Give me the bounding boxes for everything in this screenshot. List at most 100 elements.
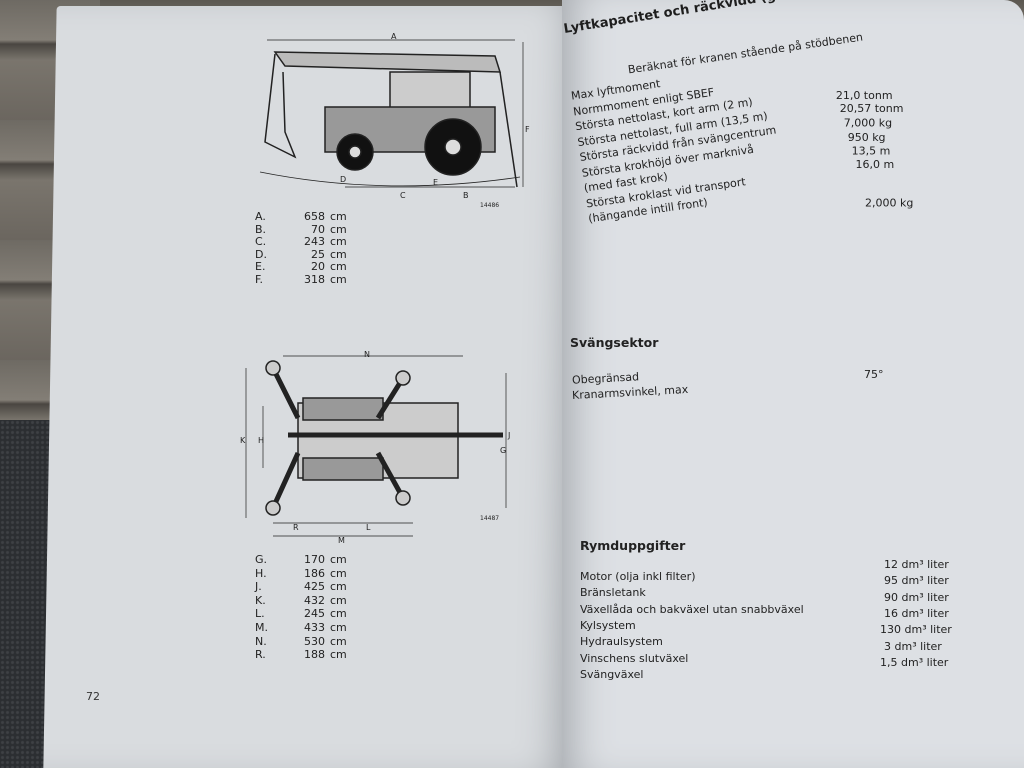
dimension-key: C. (255, 235, 267, 249)
volume-spec-value: 95 dm³ liter (884, 574, 949, 587)
dimension-unit: cm (330, 593, 347, 607)
dimension-row: A. 658 cm (255, 210, 347, 224)
volume-unit: dm³ liter (901, 574, 949, 588)
label-g: G (500, 446, 506, 455)
lift-spec-value: 16,0 m (855, 158, 895, 172)
label-n: N (364, 350, 370, 359)
label-k: K (240, 436, 246, 445)
label-c: C (400, 191, 406, 200)
volume-heading: Rymduppgifter (580, 538, 686, 553)
dimension-value: 243 (304, 235, 325, 249)
volume-spec-value: 3 dm³ liter (884, 640, 942, 653)
volume-amount: 16 (884, 606, 898, 620)
volume-unit: dm³ liter (904, 623, 952, 637)
dimension-value: 318 (304, 272, 325, 286)
dimension-value: 433 (304, 620, 325, 634)
dimension-key: G. (255, 553, 268, 566)
volume-unit: dm³ liter (901, 558, 949, 571)
dimension-unit: cm (330, 210, 347, 223)
volume-amount: 95 (884, 574, 898, 588)
dimension-unit: cm (330, 247, 347, 261)
lift-spec-value: 20,57 tonm (839, 101, 904, 115)
dimension-unit: cm (330, 260, 347, 274)
dimension-value: 170 (304, 553, 325, 566)
dimension-key: F. (255, 272, 264, 286)
lift-spec-value: 7,000 kg (843, 116, 893, 130)
dimension-key: H. (255, 566, 267, 580)
dimension-row: L. 245 cm (255, 607, 347, 621)
lift-spec-value: 13,5 m (851, 144, 891, 158)
dimension-key: N. (255, 634, 267, 648)
dimension-key: M. (255, 620, 268, 634)
drawing-number: 14487 (480, 515, 499, 522)
dimension-value: 425 (304, 580, 325, 594)
dimension-unit: cm (330, 566, 347, 580)
volume-amount: 90 (884, 590, 898, 604)
label-b: B (463, 191, 469, 200)
volume-spec-label: Hydraulsystem (580, 635, 663, 649)
volume-spec-value: 1,5 dm³ liter (880, 656, 948, 669)
volume-amount: 1,5 (880, 655, 898, 669)
dimension-key: K. (255, 593, 266, 607)
volume-spec-label: Bränsletank (580, 586, 646, 600)
volume-unit: dm³ liter (894, 639, 942, 653)
dimension-key: E. (255, 260, 266, 274)
volume-amount: 130 (880, 623, 901, 637)
volume-spec-value: 16 dm³ liter (884, 607, 949, 620)
dimension-unit: cm (330, 648, 347, 662)
volume-spec-label: Kylsystem (580, 618, 636, 632)
swing-spec-value: 75° (864, 368, 884, 381)
dimension-unit: cm (330, 222, 347, 236)
dimension-row: E. 20 cm (255, 261, 347, 274)
label-j: J (507, 431, 510, 440)
dimension-row: C. 243 cm (255, 236, 347, 249)
swing-heading: Svängsektor (570, 335, 659, 350)
dimension-unit: cm (330, 607, 347, 621)
dimension-value: 432 (304, 593, 325, 607)
dimension-row: G. 170 cm (255, 553, 347, 567)
label-l: L (366, 523, 371, 532)
drawing-number: 14486 (480, 202, 499, 209)
dimension-value: 245 (304, 607, 325, 621)
dimension-value: 20 (311, 260, 325, 274)
label-m: M (338, 536, 345, 545)
dimension-key: L. (255, 607, 265, 621)
crane-top-view-diagram: N K H J G R L M 14487 (240, 350, 510, 545)
dimension-row: F. 318 cm (255, 272, 347, 287)
dimension-value: 25 (311, 247, 325, 261)
dimension-unit: cm (330, 272, 347, 286)
dimension-row: H. 186 cm (255, 567, 347, 581)
dimension-unit: cm (330, 553, 347, 566)
dimension-unit: cm (330, 235, 347, 249)
label-e: E (433, 178, 438, 187)
volume-unit: dm³ liter (901, 590, 949, 604)
label-r: R (293, 523, 299, 532)
crane-side-view-diagram: A B C D E F 14486 (259, 32, 530, 209)
dimension-value: 186 (304, 566, 325, 580)
page-number: 72 (86, 690, 100, 703)
dimension-unit: cm (330, 634, 347, 648)
label-a: A (391, 32, 397, 41)
volume-spec-label: Växellåda och bakväxel utan snabbväxel (580, 602, 804, 616)
volume-unit: dm³ liter (901, 606, 949, 620)
volume-amount: 12 (884, 558, 898, 571)
lift-spec-value: 950 kg (847, 130, 886, 144)
dimension-key: A. (255, 210, 266, 223)
dimension-key: J. (255, 580, 262, 594)
volume-amount: 3 (884, 639, 891, 653)
label-f: F (525, 125, 530, 134)
dimension-value: 188 (304, 648, 325, 662)
volume-spec-label: Motor (olja inkl filter) (580, 570, 696, 583)
right-page (562, 0, 1024, 768)
dimension-key: R. (255, 648, 266, 662)
volume-spec-value: 90 dm³ liter (884, 591, 949, 604)
dimension-row: K. 432 cm (255, 594, 347, 608)
dimension-value: 530 (304, 634, 325, 648)
dimension-unit: cm (330, 580, 347, 594)
dimension-value: 658 (304, 210, 325, 223)
dimension-row: R. 188 cm (255, 648, 347, 662)
